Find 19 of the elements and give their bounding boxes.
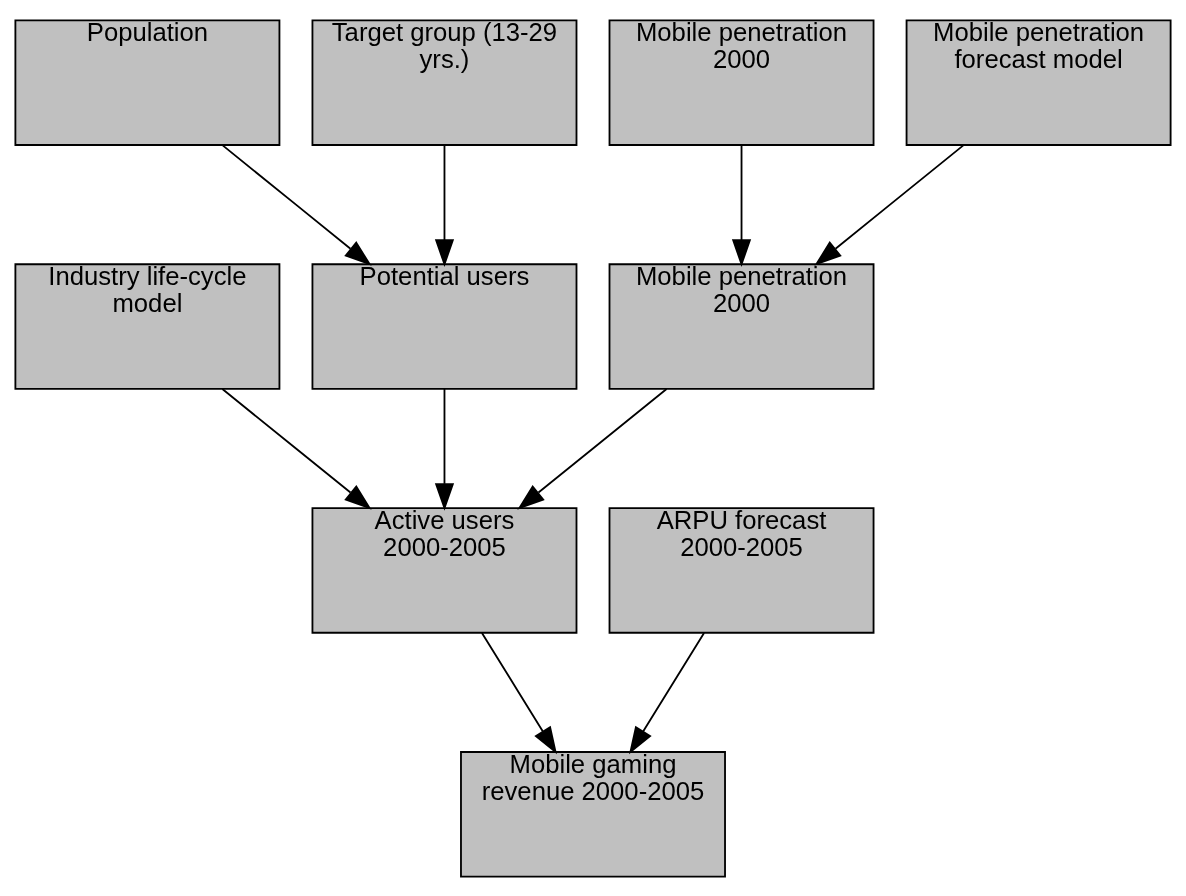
node-box: ARPU forecast 2000-2005 [608, 506, 875, 634]
arrow [434, 387, 455, 511]
arrow [221, 143, 372, 266]
node-box: Mobile penetration 2000 [608, 18, 875, 146]
arrow [629, 631, 705, 754]
node-box: Population [14, 18, 281, 146]
node-box: Potential users [311, 262, 578, 390]
node-box: Mobile gaming revenue 2000-2005 [460, 750, 726, 878]
arrow [481, 631, 557, 754]
node-box: Mobile penetration 2000 [608, 262, 875, 390]
node-box: Industry life-cycle model [14, 262, 281, 390]
arrow [731, 143, 752, 267]
arrow [814, 143, 965, 266]
arrow [434, 143, 455, 267]
node-box: Mobile penetration forecast model [905, 18, 1172, 146]
node-box: Target group (13-29 yrs.) [311, 18, 578, 146]
arrow [221, 387, 372, 510]
arrow [517, 387, 668, 510]
node-box: Active users 2000-2005 [311, 506, 578, 634]
